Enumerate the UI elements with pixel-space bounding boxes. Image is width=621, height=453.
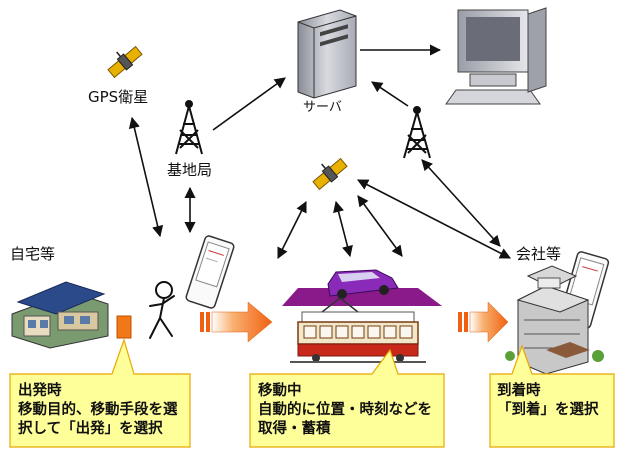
callout-moving-line-1: 移動中 bbox=[258, 383, 302, 399]
server-icon bbox=[297, 9, 357, 99]
base-station-tower-icon bbox=[175, 100, 203, 155]
flow-arrow-left bbox=[200, 301, 273, 343]
callout-arrival-line-2: 「到着」を選択 bbox=[497, 402, 599, 418]
callout-departure-line-1: 出発時 bbox=[18, 383, 62, 399]
callout-moving-text: 移動中 自動的に位置・時刻などを 取得・蓄積 bbox=[258, 382, 432, 439]
callout-arrival bbox=[489, 344, 615, 448]
arrow-sat-train-mid bbox=[333, 200, 353, 258]
departure-marker bbox=[116, 315, 132, 339]
arrow-sat-train-right bbox=[357, 195, 403, 257]
callout-departure bbox=[9, 338, 191, 448]
home-label: 自宅等 bbox=[10, 245, 56, 263]
company-building-icon bbox=[505, 265, 604, 375]
callout-moving-line-3: 取得・蓄積 bbox=[258, 421, 331, 437]
satellite-icon bbox=[312, 157, 348, 191]
arrow-sat-company bbox=[357, 179, 511, 259]
callout-departure-line-3: 択して「出発」を選択 bbox=[18, 421, 163, 437]
flow-arrow-right bbox=[458, 301, 509, 343]
callout-moving bbox=[249, 348, 445, 448]
person-icon bbox=[149, 281, 175, 339]
callout-moving-line-2: 自動的に位置・時刻などを bbox=[258, 402, 432, 418]
gps-satellite-icon bbox=[107, 45, 143, 79]
callout-departure-line-2: 移動目的、移動手段を選 bbox=[18, 402, 178, 418]
callout-arrival-line-1: 到着時 bbox=[497, 383, 541, 399]
train-icon bbox=[290, 297, 426, 363]
desktop-pc-icon bbox=[445, 7, 547, 105]
arrow-server-tower2 bbox=[371, 81, 409, 107]
base-station-label: 基地局 bbox=[167, 161, 213, 179]
car-icon bbox=[327, 269, 399, 299]
house-icon bbox=[11, 281, 109, 349]
gps-satellite-label: GPS衛星 bbox=[88, 88, 149, 106]
server-label: サーバ bbox=[303, 100, 342, 115]
phone-device-icon bbox=[185, 235, 235, 309]
road-band bbox=[282, 288, 442, 306]
company-label: 会社等 bbox=[516, 245, 562, 263]
arrow-sat-train-left bbox=[277, 200, 307, 260]
arrow-tower-server bbox=[212, 77, 286, 131]
connection-arrows bbox=[128, 44, 511, 260]
arrow-gps-person bbox=[128, 116, 164, 238]
callout-departure-text: 出発時 移動目的、移動手段を選 択して「出発」を選択 bbox=[18, 382, 178, 439]
callout-arrival-text: 到着時 「到着」を選択 bbox=[497, 382, 599, 420]
tower-icon bbox=[403, 106, 431, 159]
